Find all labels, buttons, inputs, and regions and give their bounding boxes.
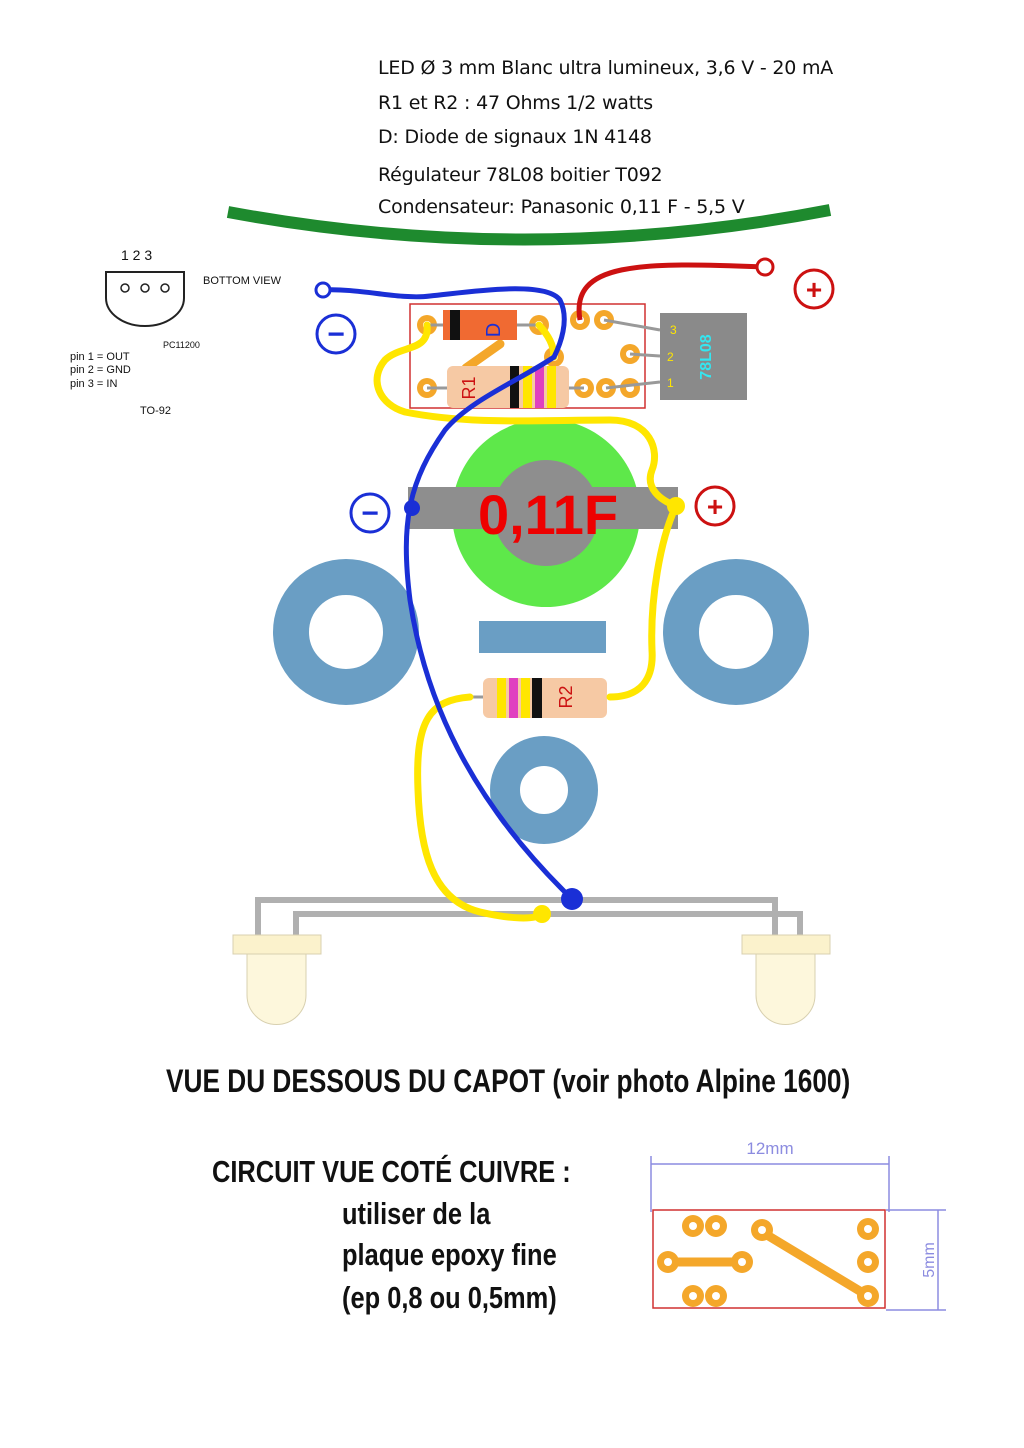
diode-cathode-band: [450, 310, 460, 340]
spec-resistors: R1 et R2 : 47 Ohms 1/2 watts: [378, 92, 653, 114]
pin-numbers: 1 2 3: [121, 247, 152, 263]
to92-outline: [105, 271, 185, 327]
copper-note-line: (ep 0,8 ou 0,5mm): [342, 1280, 557, 1315]
blue-wire: [320, 286, 575, 902]
led-cathode-joint: [561, 888, 583, 910]
band: [509, 678, 518, 718]
to92-pin-hole: [120, 283, 130, 293]
mount-hole: [273, 559, 419, 705]
regulator-78l08: 3 2 1 78L08: [603, 313, 747, 400]
part-code: PC11200: [163, 340, 200, 350]
copper-note-line: plaque epoxy fine: [342, 1237, 557, 1272]
pin1-label: pin 1 = OUT: [70, 351, 130, 363]
regulator-label: 78L08: [698, 334, 715, 379]
minus-input-icon: [315, 313, 357, 355]
led-left: [232, 934, 322, 1025]
capacitor-label: 0,11F: [478, 483, 618, 546]
resistor-r1: R1: [427, 366, 584, 408]
band: [535, 366, 544, 408]
minus-sign: −: [327, 318, 345, 351]
mount-slot: [479, 621, 606, 653]
plus-sign: +: [707, 491, 723, 522]
copper-trace: [461, 339, 505, 373]
spec-capacitor: Condensateur: Panasonic 0,11 F - 5,5 V: [378, 196, 745, 218]
band: [497, 678, 506, 718]
band: [547, 366, 556, 408]
minus-sign: −: [361, 497, 379, 530]
pin3-label: pin 3 = IN: [70, 378, 117, 390]
width-dimension: 12mm: [746, 1139, 793, 1158]
red-wire: [576, 262, 766, 321]
supercapacitor: 0,11F: [404, 419, 685, 607]
copper-traces: [663, 1227, 873, 1301]
to92-pinout: 1 2 3 BOTTOM VIEW PC11200 pin 1 = OUT pi…: [70, 247, 282, 417]
band: [510, 366, 519, 408]
spec-diode: D: Diode de signaux 1N 4148: [378, 126, 652, 148]
pin2-label: pin 2 = GND: [70, 364, 131, 376]
copper-side-view: 12mm 5mm: [650, 1139, 946, 1311]
mount-hole: [663, 559, 809, 705]
yellow-wires: [373, 321, 680, 922]
dimension-lines: [650, 1156, 946, 1311]
reg-pin-label: 1: [667, 376, 674, 390]
reg-pin-label: 3: [670, 323, 677, 337]
height-dimension: 5mm: [921, 1242, 938, 1278]
plus-sign: +: [806, 274, 822, 305]
wire-end: [755, 257, 775, 277]
copper-board-outline: [652, 1209, 886, 1309]
copper-note-line: utiliser de la: [342, 1196, 491, 1231]
resistor-r2: R2: [470, 678, 616, 718]
copper-pad-holes: [664, 1222, 872, 1300]
spec-led: LED Ø 3 mm Blanc ultra lumineux, 3,6 V -…: [378, 57, 834, 79]
bottom-view-label: BOTTOM VIEW: [203, 275, 282, 287]
cap-center: [493, 460, 599, 566]
r2-label: R2: [556, 685, 576, 708]
regulator-body: [660, 313, 747, 400]
led-right: [741, 934, 831, 1025]
diode: D: [427, 310, 539, 340]
mount-hole: [490, 736, 598, 844]
band: [521, 678, 530, 718]
diode-label: D: [483, 323, 505, 337]
plus-cap-icon: [694, 485, 736, 527]
wire-end: [314, 281, 332, 299]
reg-pin-label: 2: [667, 350, 674, 364]
led-anode-joint: [533, 905, 551, 923]
to92-pin-hole: [140, 283, 150, 293]
copper-title: CIRCUIT VUE COTÉ CUIVRE :: [212, 1154, 571, 1189]
r1-label: R1: [459, 376, 479, 399]
hood-arc: [226, 204, 832, 246]
band: [532, 678, 542, 718]
package-label: TO-92: [140, 405, 171, 417]
minus-cap-icon: [349, 492, 391, 534]
band: [523, 366, 532, 408]
spec-regulator: Régulateur 78L08 boitier T092: [378, 164, 663, 186]
view-caption: VUE DU DESSOUS DU CAPOT (voir photo Alpi…: [166, 1063, 851, 1099]
plus-input-icon: [793, 268, 835, 310]
to92-pin-hole: [160, 283, 170, 293]
